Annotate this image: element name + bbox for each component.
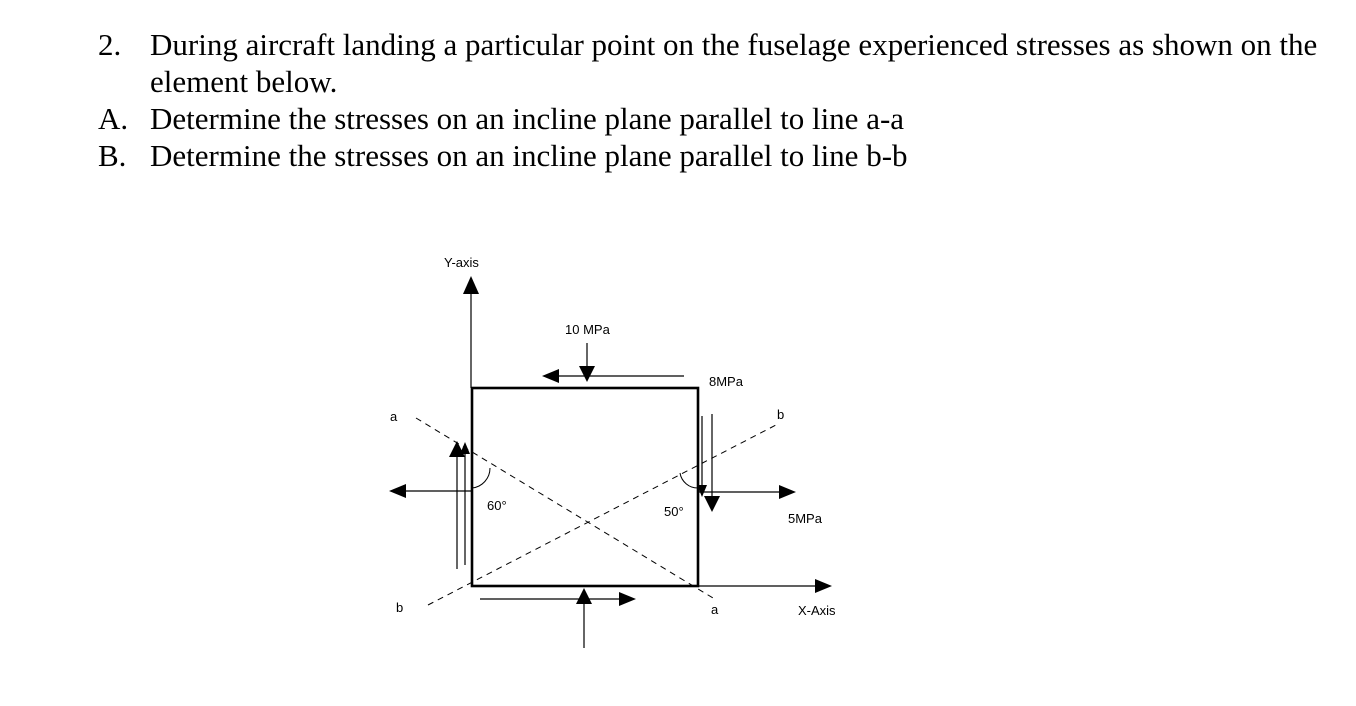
- angle-right-label: 50°: [664, 504, 684, 519]
- part-a-number: A.: [98, 101, 129, 136]
- top-shear-arrowhead: [542, 369, 559, 383]
- angle-left-label: 60°: [487, 498, 507, 513]
- right-stress-arrows: 8MPa 5MPa: [697, 374, 823, 526]
- right-shear-inner-arrowhead: [697, 485, 707, 497]
- line-b-end-label: b: [777, 407, 784, 422]
- x-axis-arrowhead: [815, 579, 832, 593]
- line-a-start-label: a: [390, 409, 398, 424]
- line-b-start-label: b: [396, 600, 403, 615]
- angle-right: 50°: [664, 472, 699, 519]
- normal-x-stress-label: 5MPa: [788, 511, 823, 526]
- part-a-text: Determine the stresses on an incline pla…: [150, 101, 905, 136]
- right-shear-arrowhead: [704, 496, 720, 512]
- shear-stress-label: 8MPa: [709, 374, 744, 389]
- top-stress-arrows: 10 MPa: [542, 322, 684, 383]
- y-axis-arrowhead: [463, 276, 479, 294]
- part-b-text: Determine the stresses on an incline pla…: [150, 138, 908, 173]
- problem-part-b: B. Determine the stresses on an incline …: [98, 137, 1328, 174]
- part-b-number: B.: [98, 138, 127, 173]
- y-axis: Y-axis: [444, 255, 479, 388]
- line-a-end-label: a: [711, 602, 719, 617]
- x-axis: X-Axis: [698, 579, 836, 618]
- bottom-normal-arrowhead: [576, 588, 592, 604]
- stress-element: [470, 386, 700, 588]
- problem-number: 2.: [98, 27, 122, 62]
- problem-part-a: A. Determine the stresses on an incline …: [98, 100, 1328, 137]
- problem-text: During aircraft landing a particular poi…: [150, 27, 1318, 99]
- bottom-shear-arrowhead: [619, 592, 636, 606]
- right-normal-arrowhead: [779, 485, 796, 499]
- problem-statement: 2. During aircraft landing a particular …: [98, 26, 1328, 174]
- left-shear-inner-arrowhead: [460, 442, 470, 454]
- angle-left: 60°: [471, 467, 507, 513]
- y-axis-label: Y-axis: [444, 255, 479, 270]
- bottom-stress-arrows: [480, 588, 636, 648]
- x-axis-label: X-Axis: [798, 603, 836, 618]
- line-b-b: b b: [396, 407, 784, 615]
- left-normal-arrowhead: [389, 484, 406, 498]
- top-stress-label: 10 MPa: [565, 322, 611, 337]
- problem-main: 2. During aircraft landing a particular …: [98, 26, 1328, 100]
- top-normal-arrowhead: [579, 366, 595, 382]
- left-stress-arrows: [389, 441, 472, 569]
